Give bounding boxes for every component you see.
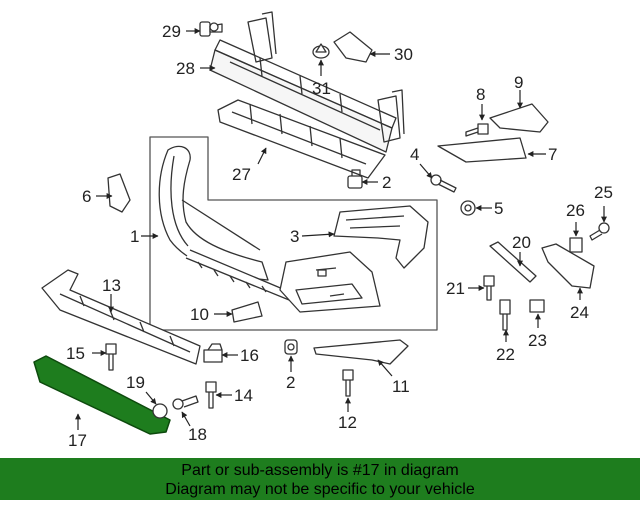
callout-1: 1 xyxy=(130,227,139,246)
bracket-30 xyxy=(333,31,373,63)
clip-icon xyxy=(284,339,298,355)
bolt-icon xyxy=(205,381,217,409)
callout-6: 6 xyxy=(82,187,91,206)
parts-diagram: 29 28 31 30 27 2 1 6 3 10 13 15 17 16 19… xyxy=(33,11,613,450)
bolt-icon xyxy=(465,123,489,137)
bolt-icon xyxy=(199,21,223,37)
bolt-icon xyxy=(483,275,495,301)
lower-support xyxy=(41,269,201,365)
grommet-icon xyxy=(460,200,476,216)
callout-23: 23 xyxy=(528,331,547,350)
callout-4: 4 xyxy=(410,145,419,164)
callout-17: 17 xyxy=(68,431,87,450)
bracket-20 xyxy=(489,241,537,283)
bolt-icon xyxy=(105,343,117,371)
callout-12: 12 xyxy=(338,413,357,432)
trim-piece xyxy=(231,301,263,323)
side-trim xyxy=(437,137,527,163)
callout-9: 9 xyxy=(514,73,523,92)
bumper-cover xyxy=(158,145,295,303)
grommet-icon xyxy=(152,403,168,419)
callout-29: 29 xyxy=(162,22,181,41)
callout-30: 30 xyxy=(394,45,413,64)
banner-line-1: Part or sub-assembly is #17 in diagram xyxy=(181,462,459,479)
callout-22: 22 xyxy=(496,345,515,364)
grille-bracket xyxy=(333,205,429,269)
lower-cover-highlighted xyxy=(33,355,171,435)
callout-18: 18 xyxy=(188,425,207,444)
clip-icon xyxy=(569,237,583,253)
callout-24: 24 xyxy=(570,303,589,322)
info-banner: Part or sub-assembly is #17 in diagram D… xyxy=(0,458,640,500)
lower-trim xyxy=(313,339,409,365)
clip-icon xyxy=(529,299,545,313)
energy-absorber xyxy=(217,99,386,179)
bolt-icon xyxy=(172,395,199,410)
callout-3: 3 xyxy=(290,227,299,246)
grille xyxy=(279,251,381,313)
callout-25: 25 xyxy=(594,183,613,202)
nut-icon xyxy=(203,343,223,363)
bracket-24 xyxy=(541,243,595,289)
callout-20: 20 xyxy=(512,233,531,252)
bracket-9 xyxy=(489,103,549,133)
callout-13: 13 xyxy=(102,276,121,295)
callout-15: 15 xyxy=(66,344,85,363)
callout-21: 21 xyxy=(446,279,465,298)
bracket-6 xyxy=(107,173,131,213)
callout-16: 16 xyxy=(240,346,259,365)
callout-31: 31 xyxy=(312,79,331,98)
banner-line-2: Diagram may not be specific to your vehi… xyxy=(165,481,475,498)
callout-27: 27 xyxy=(232,165,251,184)
callout-8: 8 xyxy=(476,85,485,104)
screw-icon xyxy=(589,222,610,241)
callout-19: 19 xyxy=(126,373,145,392)
callout-14: 14 xyxy=(234,386,253,405)
callout-11: 11 xyxy=(392,377,410,396)
bolt-icon xyxy=(499,299,511,331)
callout-28: 28 xyxy=(176,59,195,78)
callout-2a: 2 xyxy=(382,173,391,192)
callout-2b: 2 xyxy=(286,373,295,392)
callout-26: 26 xyxy=(566,201,585,220)
callout-5: 5 xyxy=(494,199,503,218)
clip-icon xyxy=(312,43,330,59)
screw-icon xyxy=(430,174,457,193)
callout-7: 7 xyxy=(548,145,557,164)
reinforcement-beam xyxy=(209,11,405,153)
bolt-icon xyxy=(342,369,354,397)
callout-10: 10 xyxy=(190,305,209,324)
